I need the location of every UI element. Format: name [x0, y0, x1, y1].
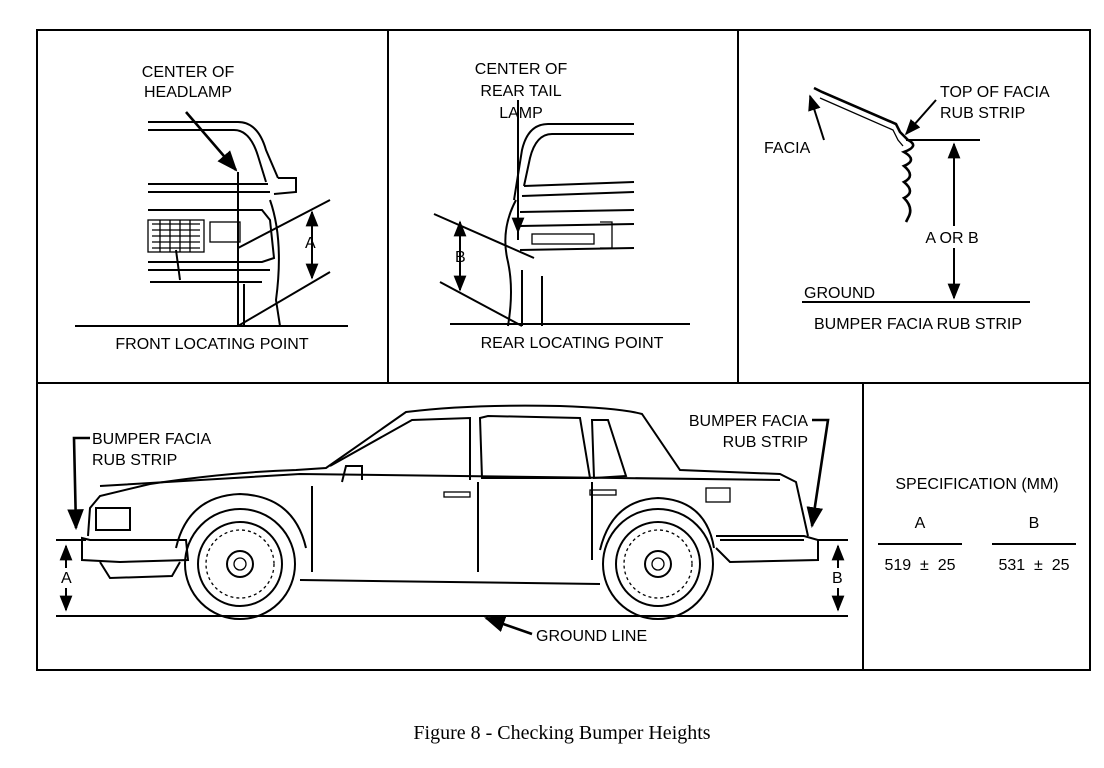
spec-title: SPECIFICATION (MM) [895, 476, 1058, 493]
front-lower-ref-line [237, 271, 331, 327]
front-view-panel: CENTER OF HEADLAMP A FRONT LOCATING POIN… [75, 64, 348, 353]
top-of-facia-label-line1: TOP OF FACIA [940, 84, 1050, 101]
front-upper-ref-line [237, 199, 331, 249]
side-dimension-a-letter: A [61, 570, 72, 587]
tail-lamp-label-line1: CENTER OF [475, 61, 568, 78]
specification-panel: SPECIFICATION (MM) A B 519 ± 25 531 ± 25 [878, 476, 1076, 574]
spec-col-b-header: B [1029, 515, 1040, 532]
front-strip-pointer-arrow [67, 436, 90, 531]
rear-strip-label-line1: BUMPER FACIA [689, 413, 808, 430]
tail-lamp-label-line3: LAMP [499, 105, 543, 122]
sedan-side-outline [81, 404, 819, 585]
rear-wheel [602, 508, 714, 620]
dimension-b-letter: B [455, 249, 466, 266]
tail-lamp-label-line2: REAR TAIL [480, 83, 561, 100]
side-b-backdrop [828, 568, 850, 588]
ground-label: GROUND [804, 285, 875, 302]
rear-view-panel: CENTER OF REAR TAIL LAMP B REAR LOCATING… [433, 61, 690, 352]
facia-top-pointer-arrow [904, 99, 937, 136]
facia-inner-edge [819, 97, 904, 147]
spec-col-a-header: A [915, 515, 926, 532]
bumper-facia-rub-strip-caption: BUMPER FACIA RUB STRIP [814, 316, 1022, 333]
side-dimension-b-letter: B [832, 570, 843, 587]
facia-profile [813, 86, 915, 223]
front-locating-point-label: FRONT LOCATING POINT [115, 336, 308, 353]
side-a-backdrop [56, 568, 78, 588]
spec-value-b: 531 ± 25 [998, 557, 1069, 574]
a-or-b-label: A OR B [925, 230, 978, 247]
facia-label: FACIA [764, 140, 811, 157]
dim-label-backdrop [914, 226, 990, 248]
rear-car-outline [504, 123, 635, 327]
facia-pointer-arrow [808, 94, 825, 141]
headlamp-pointer-arrow [185, 111, 238, 172]
front-car-outline [147, 121, 297, 327]
front-strip-label-line2: RUB STRIP [92, 452, 177, 469]
side-view-panel: BUMPER FACIA RUB STRIP BUMPER FACIA RUB … [56, 404, 850, 645]
rear-strip-pointer-arrow [806, 418, 830, 529]
dimension-a-letter: A [305, 235, 316, 252]
figure-caption: Figure 8 - Checking Bumper Heights [413, 722, 710, 744]
figure-frame [36, 29, 1091, 671]
headlamp-label-line2: HEADLAMP [144, 84, 232, 101]
ground-line-pointer-arrow [484, 616, 533, 636]
rear-upper-ref-line [433, 213, 535, 259]
rear-locating-point-label: REAR LOCATING POINT [481, 335, 664, 352]
ground-line-label: GROUND LINE [536, 628, 647, 645]
spec-value-a: 519 ± 25 [884, 557, 955, 574]
rear-strip-label-line2: RUB STRIP [723, 434, 808, 451]
top-of-facia-label-line2: RUB STRIP [940, 105, 1025, 122]
front-strip-label-line1: BUMPER FACIA [92, 431, 211, 448]
headlamp-label-line1: CENTER OF [142, 64, 235, 81]
front-wheel [184, 508, 296, 620]
facia-section-panel: TOP OF FACIA RUB STRIP FACIA A OR B GROU… [764, 84, 1050, 333]
